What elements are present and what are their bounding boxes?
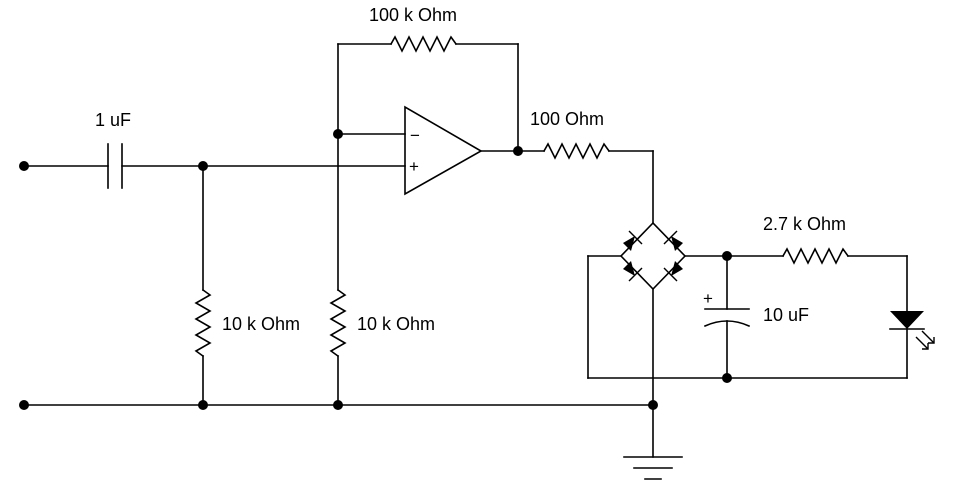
feedback-resistor [337, 35, 519, 152]
opamp: − + [404, 105, 483, 196]
input-capacitor [107, 143, 123, 189]
bridge-diode-top-left [623, 230, 643, 251]
bridge-diode-bottom-left [623, 261, 643, 282]
junction-dot [198, 161, 208, 171]
bias-resistor [194, 165, 212, 406]
led-light-arrows-icon [915, 330, 935, 350]
input-capacitor-label: 1 uF [95, 110, 131, 130]
opamp-minus-sign: − [410, 126, 420, 145]
junction-dot [722, 373, 732, 383]
inverting-node-wire [337, 43, 406, 291]
junction-dots [19, 129, 732, 410]
led [889, 311, 935, 379]
ground-terminal [19, 400, 29, 410]
ground-symbol-icon [623, 456, 683, 480]
ground-leg-resistor-label: 10 k Ohm [357, 314, 435, 334]
output-resistor [542, 142, 654, 224]
led-resistor-label: 2.7 k Ohm [763, 214, 846, 234]
ground-leg-resistor [329, 288, 347, 406]
bridge-rectifier [619, 221, 687, 291]
feedback-resistor-label: 100 k Ohm [369, 5, 457, 25]
filter-capacitor-label: 10 uF [763, 305, 809, 325]
bridge-return-loop [587, 255, 908, 379]
junction-dot [648, 400, 658, 410]
junction-dot [198, 400, 208, 410]
bridge-diode-bottom-right [663, 261, 683, 282]
junction-dot [513, 146, 523, 156]
filter-capacitor: + [703, 255, 751, 379]
opamp-plus-sign: + [409, 157, 419, 176]
input-terminal [19, 161, 29, 171]
junction-dot [333, 129, 343, 139]
led-resistor [781, 247, 908, 312]
bias-resistor-label: 10 k Ohm [222, 314, 300, 334]
output-resistor-label: 100 Ohm [530, 109, 604, 129]
bridge-diode-top-right [663, 230, 683, 251]
filter-capacitor-polarity: + [703, 289, 713, 308]
junction-dot [722, 251, 732, 261]
junction-dot [333, 400, 343, 410]
